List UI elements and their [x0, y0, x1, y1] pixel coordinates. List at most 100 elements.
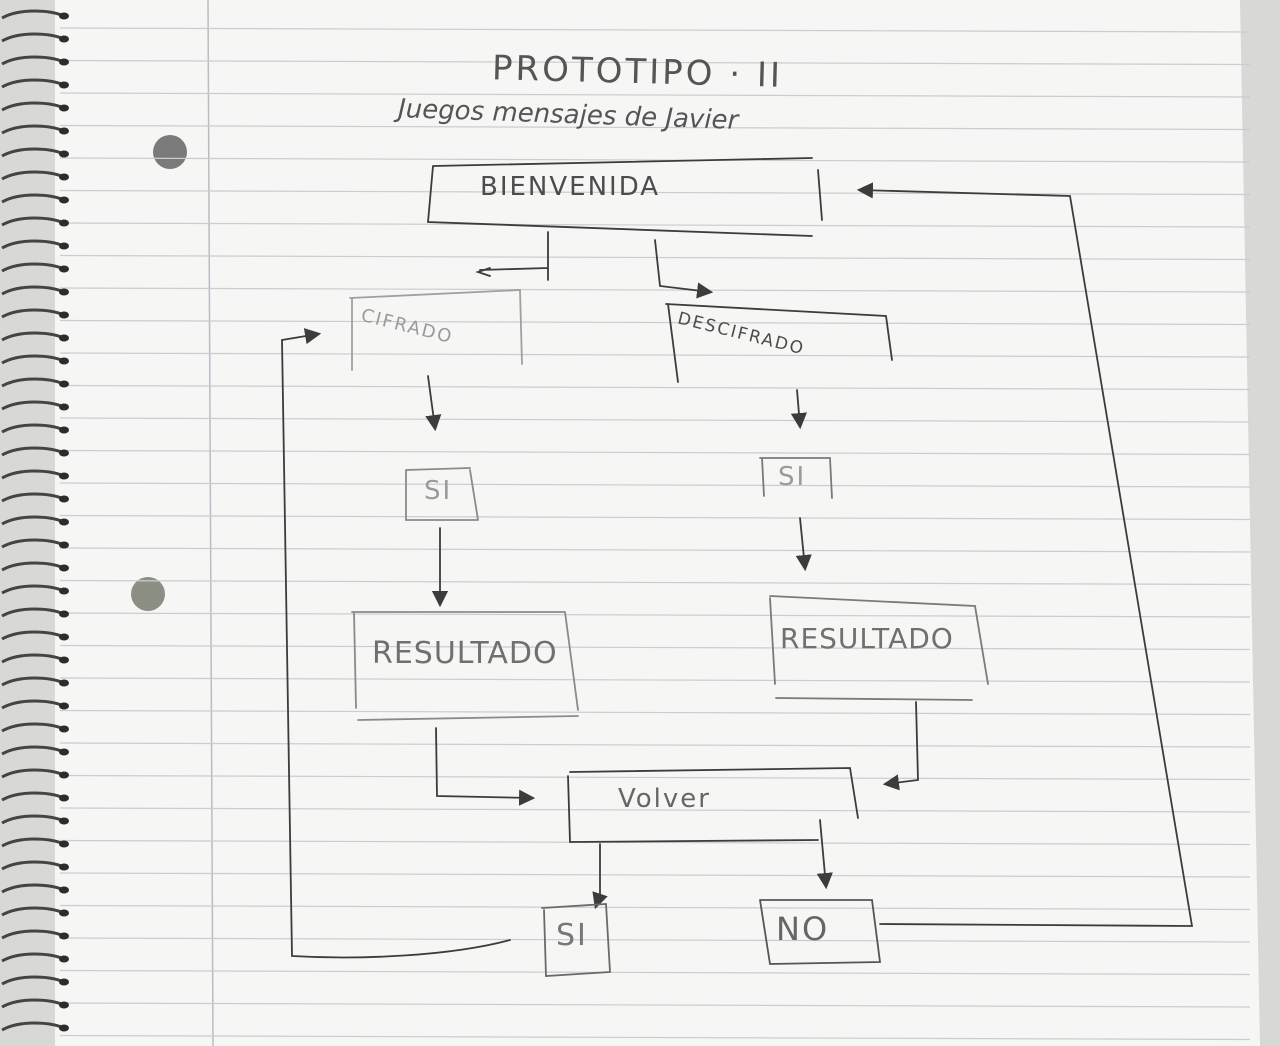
spiral-coil: [1, 745, 65, 756]
ruled-line: [59, 1002, 1251, 1008]
spiral-hole: [59, 12, 69, 20]
final-yes-box: [541, 903, 611, 977]
spiral-hole: [59, 357, 69, 365]
spiral-hole: [59, 840, 69, 848]
arrow-decode-yes: [790, 389, 807, 430]
spiral-coil: [1, 193, 65, 204]
spiral-hole: [59, 104, 69, 112]
ruled-line: [59, 514, 1251, 521]
ruled-line: [59, 254, 1251, 261]
spiral-coil: [1, 423, 65, 434]
ruled-line: [59, 384, 1251, 391]
spiral-coil: [1, 929, 65, 940]
spiral-hole: [59, 1024, 69, 1032]
spiral-hole: [59, 127, 69, 135]
spiral-coil: [1, 768, 65, 779]
spiral-hole: [59, 472, 69, 480]
spiral-coil: [1, 400, 65, 411]
spiral-coil: [1, 515, 65, 526]
node-final-no-label: NO: [776, 910, 830, 948]
spiral-hole: [59, 886, 69, 894]
spiral-coil: [1, 492, 65, 503]
spiral-coil: [1, 55, 65, 66]
diagram-strokes: [281, 157, 1194, 977]
spiral-hole: [59, 794, 69, 802]
ruled-line: [59, 417, 1251, 423]
spiral-hole: [59, 656, 69, 664]
decode-box: [665, 303, 893, 383]
ruled-line: [59, 1034, 1251, 1041]
ruled-line: [59, 27, 1251, 33]
node-yes-right-label: SI: [778, 462, 807, 492]
page-title: PROTOTIPO · II: [491, 48, 784, 96]
ruled-line: [59, 807, 1251, 813]
spiral-hole: [59, 58, 69, 66]
connector-welcome-encode: [479, 231, 549, 281]
spiral-hole: [59, 81, 69, 89]
spiral-hole: [59, 955, 69, 963]
ruled-line: [59, 579, 1251, 586]
spiral-coil: [1, 101, 65, 112]
spiral-coil: [1, 308, 65, 319]
arrow-result-right-back: [882, 701, 919, 791]
spiral-hole: [59, 35, 69, 43]
spiral-hole: [59, 679, 69, 687]
node-result-right-label: RESULTADO: [780, 622, 954, 655]
ruled-line: [59, 449, 1251, 456]
spiral-coil: [1, 538, 65, 549]
spiral-hole: [59, 265, 69, 273]
result-left-box: [351, 611, 579, 721]
encode-box: [349, 289, 523, 371]
paper-sheet: [55, 0, 1260, 1046]
spiral-hole: [59, 702, 69, 710]
spiral-coil: [1, 262, 65, 273]
ruled-line: [59, 774, 1251, 781]
ruled-line: [59, 904, 1251, 911]
spiral-hole: [59, 311, 69, 319]
spiral-coil: [1, 814, 65, 825]
punch-hole-top: [153, 135, 187, 169]
spiral-hole: [59, 587, 69, 595]
arrow-encode-yes: [425, 375, 442, 432]
spiral-coil: [1, 239, 65, 250]
spiral-hole: [59, 725, 69, 733]
welcome-box: [427, 157, 823, 237]
loop-no-to-welcome: [856, 182, 1194, 927]
spiral-hole: [59, 633, 69, 641]
spiral-coil: [1, 607, 65, 618]
spiral-coil: [1, 584, 65, 595]
result-right-box: [769, 595, 989, 701]
spiral-hole: [59, 564, 69, 572]
node-result-left-label: RESULTADO: [372, 636, 558, 671]
spiral-hole: [59, 863, 69, 871]
spiral-coil: [1, 975, 65, 986]
yes-right-box: [759, 457, 833, 499]
spiral-coil: [1, 791, 65, 802]
ruled-line: [59, 644, 1251, 651]
margin-line: [207, 0, 214, 1046]
spiral-coil: [1, 377, 65, 388]
spiral-hole: [59, 817, 69, 825]
ruled-line: [59, 222, 1251, 228]
arrow-result-left-back: [435, 727, 536, 806]
spiral-coil: [1, 469, 65, 480]
node-yes-left-label: SI: [424, 476, 453, 506]
arrow-back-yes: [592, 843, 608, 910]
spiral-hole: [59, 748, 69, 756]
spiral-hole: [59, 288, 69, 296]
spiral-hole: [59, 334, 69, 342]
ruled-line: [59, 352, 1251, 358]
ruled-line: [59, 839, 1251, 846]
punch-hole-middle: [131, 577, 165, 611]
spiral-hole: [59, 518, 69, 526]
spiral-coil: [1, 9, 65, 20]
final-no-box: [759, 899, 882, 965]
connector-welcome-decode: [654, 239, 714, 299]
spiral-hole: [59, 173, 69, 181]
spiral-coil: [1, 837, 65, 848]
spiral-hole: [59, 403, 69, 411]
loop-yes-to-encode: [281, 328, 511, 959]
spiral-hole: [59, 150, 69, 158]
